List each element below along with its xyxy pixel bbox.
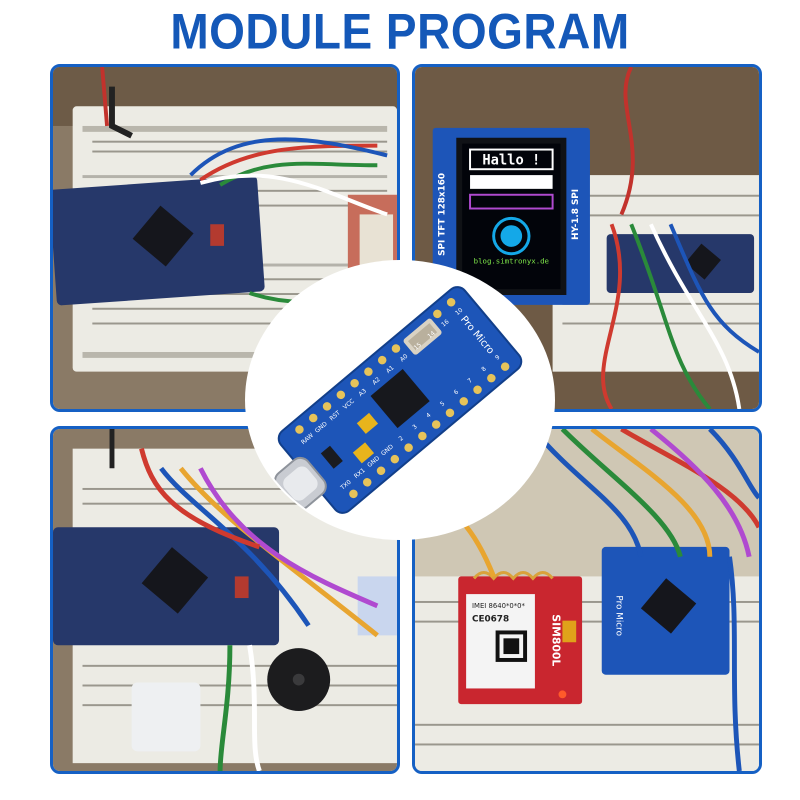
gsm-ce-text: CE0678 <box>472 615 509 625</box>
pin-label-bottom: 6 <box>453 388 461 396</box>
pin-label-bottom: 8 <box>480 365 488 373</box>
gsm-model-text: SIM800L <box>550 614 563 666</box>
pin-label-top: A2 <box>371 376 382 387</box>
tft-url-text: blog.simtronyx.de <box>474 257 549 266</box>
pin-label-bottom: 4 <box>425 412 433 420</box>
tft-label-right: HY-1.8 SPI <box>571 189 581 240</box>
pin-label-top: A0 <box>399 353 410 364</box>
gsm-imei-text: IMEI 8640*0*0* <box>472 602 526 610</box>
pin-label-top: 10 <box>454 307 464 317</box>
tft-greeting-text: Hallo ! <box>482 152 540 168</box>
pin-label-bottom: 7 <box>466 377 474 385</box>
tft-label-left: SPI TFT 128x160 <box>438 173 448 256</box>
photo-panel-top-right: Hallo ! blog.simtronyx.de SPI TFT 128x16… <box>412 64 762 412</box>
pin-label-top: 15 <box>413 341 423 351</box>
tft-display-photo: Hallo ! blog.simtronyx.de SPI TFT 128x16… <box>415 67 759 409</box>
pin-label-top: 16 <box>440 318 450 328</box>
pin-label-top: A3 <box>357 387 368 398</box>
pin-label-top: 14 <box>426 330 436 340</box>
page-title: MODULE PROGRAM <box>170 2 630 60</box>
pin-label-top: A1 <box>385 364 396 375</box>
pro-micro-board: Pro Micro RAWGNDRSTVCCA3A2A1A015141610TX… <box>247 262 553 538</box>
pin-label-bottom: 9 <box>494 354 502 362</box>
pin-label-bottom: 3 <box>411 423 419 431</box>
board-label-text: Pro Micro <box>613 595 623 636</box>
pin-label-bottom: 5 <box>439 400 447 408</box>
pin-label-bottom: 2 <box>398 435 406 443</box>
